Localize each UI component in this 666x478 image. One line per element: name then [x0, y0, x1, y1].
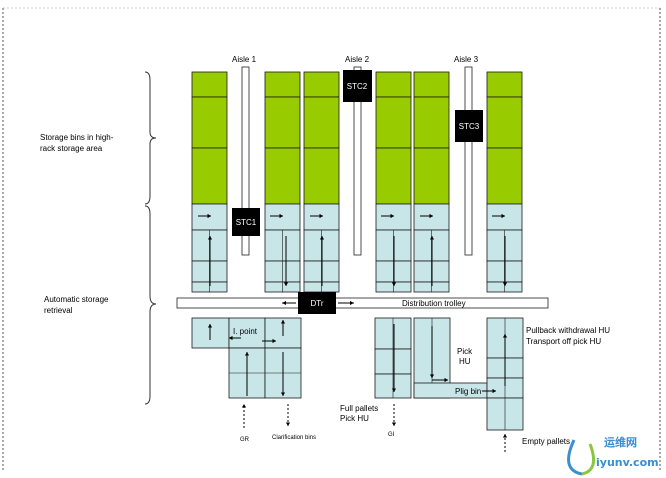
watermark-url: iyunv.com: [596, 456, 659, 469]
gi-down-arrow-head: [391, 388, 397, 392]
storage-bin-1-2: [191, 96, 228, 149]
i-point-left-arrow-head: [229, 335, 233, 341]
conveyor-cell-6-1: [486, 203, 523, 231]
aisle-1-label: Aisle 1: [232, 55, 257, 64]
clarification-down-arrow-head: [280, 392, 286, 396]
vertical-flow-arrow-3-head: [319, 236, 325, 240]
storage-bin-1-3: [191, 147, 228, 205]
gr-label: GR: [240, 437, 250, 443]
storage-bin-2-3: [264, 147, 301, 205]
distribution-trolley: DTr: [298, 292, 336, 314]
vertical-flow-arrow-1-head: [207, 236, 213, 240]
storage-bins-label-line1: Storage bins in high-: [40, 133, 114, 142]
plig-bin-label: Plig bin: [455, 387, 481, 396]
infeed-arrow-6-head: [501, 213, 505, 219]
gi-outbound-arrow-head: [391, 422, 397, 426]
vertical-flow-arrow-2-head: [283, 282, 289, 286]
storage-bin-6-3: [486, 147, 523, 205]
clarification-bins-label: Clarification bins: [272, 435, 316, 441]
storage-bin-3-2: [303, 96, 340, 149]
conveyor-cell-3-1: [303, 203, 340, 231]
storage-bin-1-1: [191, 71, 228, 98]
infeed-arrow-4-head: [390, 213, 394, 219]
storage-bin-3-3: [303, 147, 340, 205]
crane-stc2: STC2: [343, 70, 372, 102]
i-point-right-up-arrow-head: [280, 320, 286, 324]
aisle-1-rail: [241, 66, 250, 256]
crane-stc3-label: STC3: [459, 122, 480, 131]
clarification-outbound-arrow-head: [285, 422, 291, 426]
gr-inbound-arrow-head: [241, 404, 247, 408]
vertical-flow-arrow-5-head: [429, 236, 435, 240]
storage-columns: [191, 71, 523, 293]
trolley-arrow-left-head: [282, 301, 286, 305]
storage-bin-4-3: [375, 147, 412, 205]
conveyor-cell-4-1: [375, 203, 412, 231]
aisle-3-label: Aisle 3: [454, 55, 479, 64]
pullback-up-arrow-head: [502, 334, 508, 338]
infeed-arrow-5-head: [429, 213, 433, 219]
retrieval-brace: [144, 205, 157, 405]
storage-bin-4-1: [375, 71, 412, 98]
i-point-cell-mid: [228, 317, 266, 349]
i-point-right-arrow-head: [272, 338, 276, 344]
plig-to-right-arrow-head: [492, 388, 496, 394]
distribution-trolley-label: Distribution trolley: [402, 299, 466, 308]
empty-pallets-label: Empty pallets: [522, 437, 570, 446]
storage-bin-5-3: [413, 147, 450, 205]
storage-bin-2-1: [264, 71, 301, 98]
pullback-label-line2: Transport off pick HU: [526, 337, 601, 346]
storage-bin-5-2: [413, 96, 450, 149]
trolley-arrow-right-head: [350, 301, 354, 305]
storage-bin-5-1: [413, 71, 450, 98]
full-pallets-label-line1: Full pallets: [340, 404, 378, 413]
crane-stc3: STC3: [455, 110, 483, 142]
storage-brace: [144, 71, 157, 205]
watermark-cn: 运维网: [604, 435, 637, 449]
full-pallets-label-line2: Pick HU: [340, 414, 369, 423]
pick-down-arrow-head: [429, 374, 435, 378]
storage-bin-6-1: [486, 71, 523, 98]
infeed-arrow-2-head: [279, 213, 283, 219]
crane-stc1-label: STC1: [236, 218, 257, 227]
aisle-2-label: Aisle 2: [345, 55, 370, 64]
vertical-flow-arrow-4-head: [391, 282, 397, 286]
conveyor-cell-5-1: [413, 203, 450, 231]
infeed-arrow-1-head: [207, 213, 211, 219]
lower-conveyor-area: [191, 317, 524, 431]
empty-pallets-inbound-arrow-head: [502, 434, 508, 438]
pick-hu-label-line1: Pick: [457, 347, 473, 356]
pick-to-plig-arrow-head: [444, 377, 448, 383]
watermark-logo: 运维网 iyunv.com: [567, 435, 659, 476]
storage-bin-4-2: [375, 96, 412, 149]
distribution-trolley-name: DTr: [310, 299, 323, 308]
storage-bin-2-2: [264, 96, 301, 149]
watermark-swoosh-green-icon: [581, 443, 596, 476]
gi-label: GI: [388, 432, 395, 438]
conveyor-cell-1-1: [191, 203, 228, 231]
crane-stc2-label: STC2: [347, 82, 368, 91]
automatic-retrieval-label-line1: Automatic storage: [44, 295, 109, 304]
crane-stc1: STC1: [232, 208, 260, 236]
i-point-up-arrow-head: [207, 324, 213, 328]
conveyor-cell-2-1: [264, 203, 301, 231]
pick-hu-label-line2: HU: [459, 357, 471, 366]
gr-up-arrow-head: [244, 352, 250, 356]
automatic-retrieval-label-line2: retrieval: [44, 306, 73, 315]
bottom-flow-arrows: [241, 404, 508, 452]
storage-bin-3-1: [303, 71, 340, 98]
pullback-label-line1: Pullback withdrawal HU: [526, 326, 610, 335]
storage-bin-6-2: [486, 96, 523, 149]
aisle-3-rail: [464, 66, 473, 256]
infeed-arrow-3-head: [319, 213, 323, 219]
watermark-swoosh-icon: [567, 439, 583, 476]
distribution-trolley-track: [176, 297, 549, 309]
i-point-label: I. point: [233, 327, 258, 336]
aisle-2-rail: [353, 66, 362, 256]
vertical-flow-arrow-6-head: [502, 282, 508, 286]
storage-bins-label-line2: rack storage area: [40, 144, 103, 153]
